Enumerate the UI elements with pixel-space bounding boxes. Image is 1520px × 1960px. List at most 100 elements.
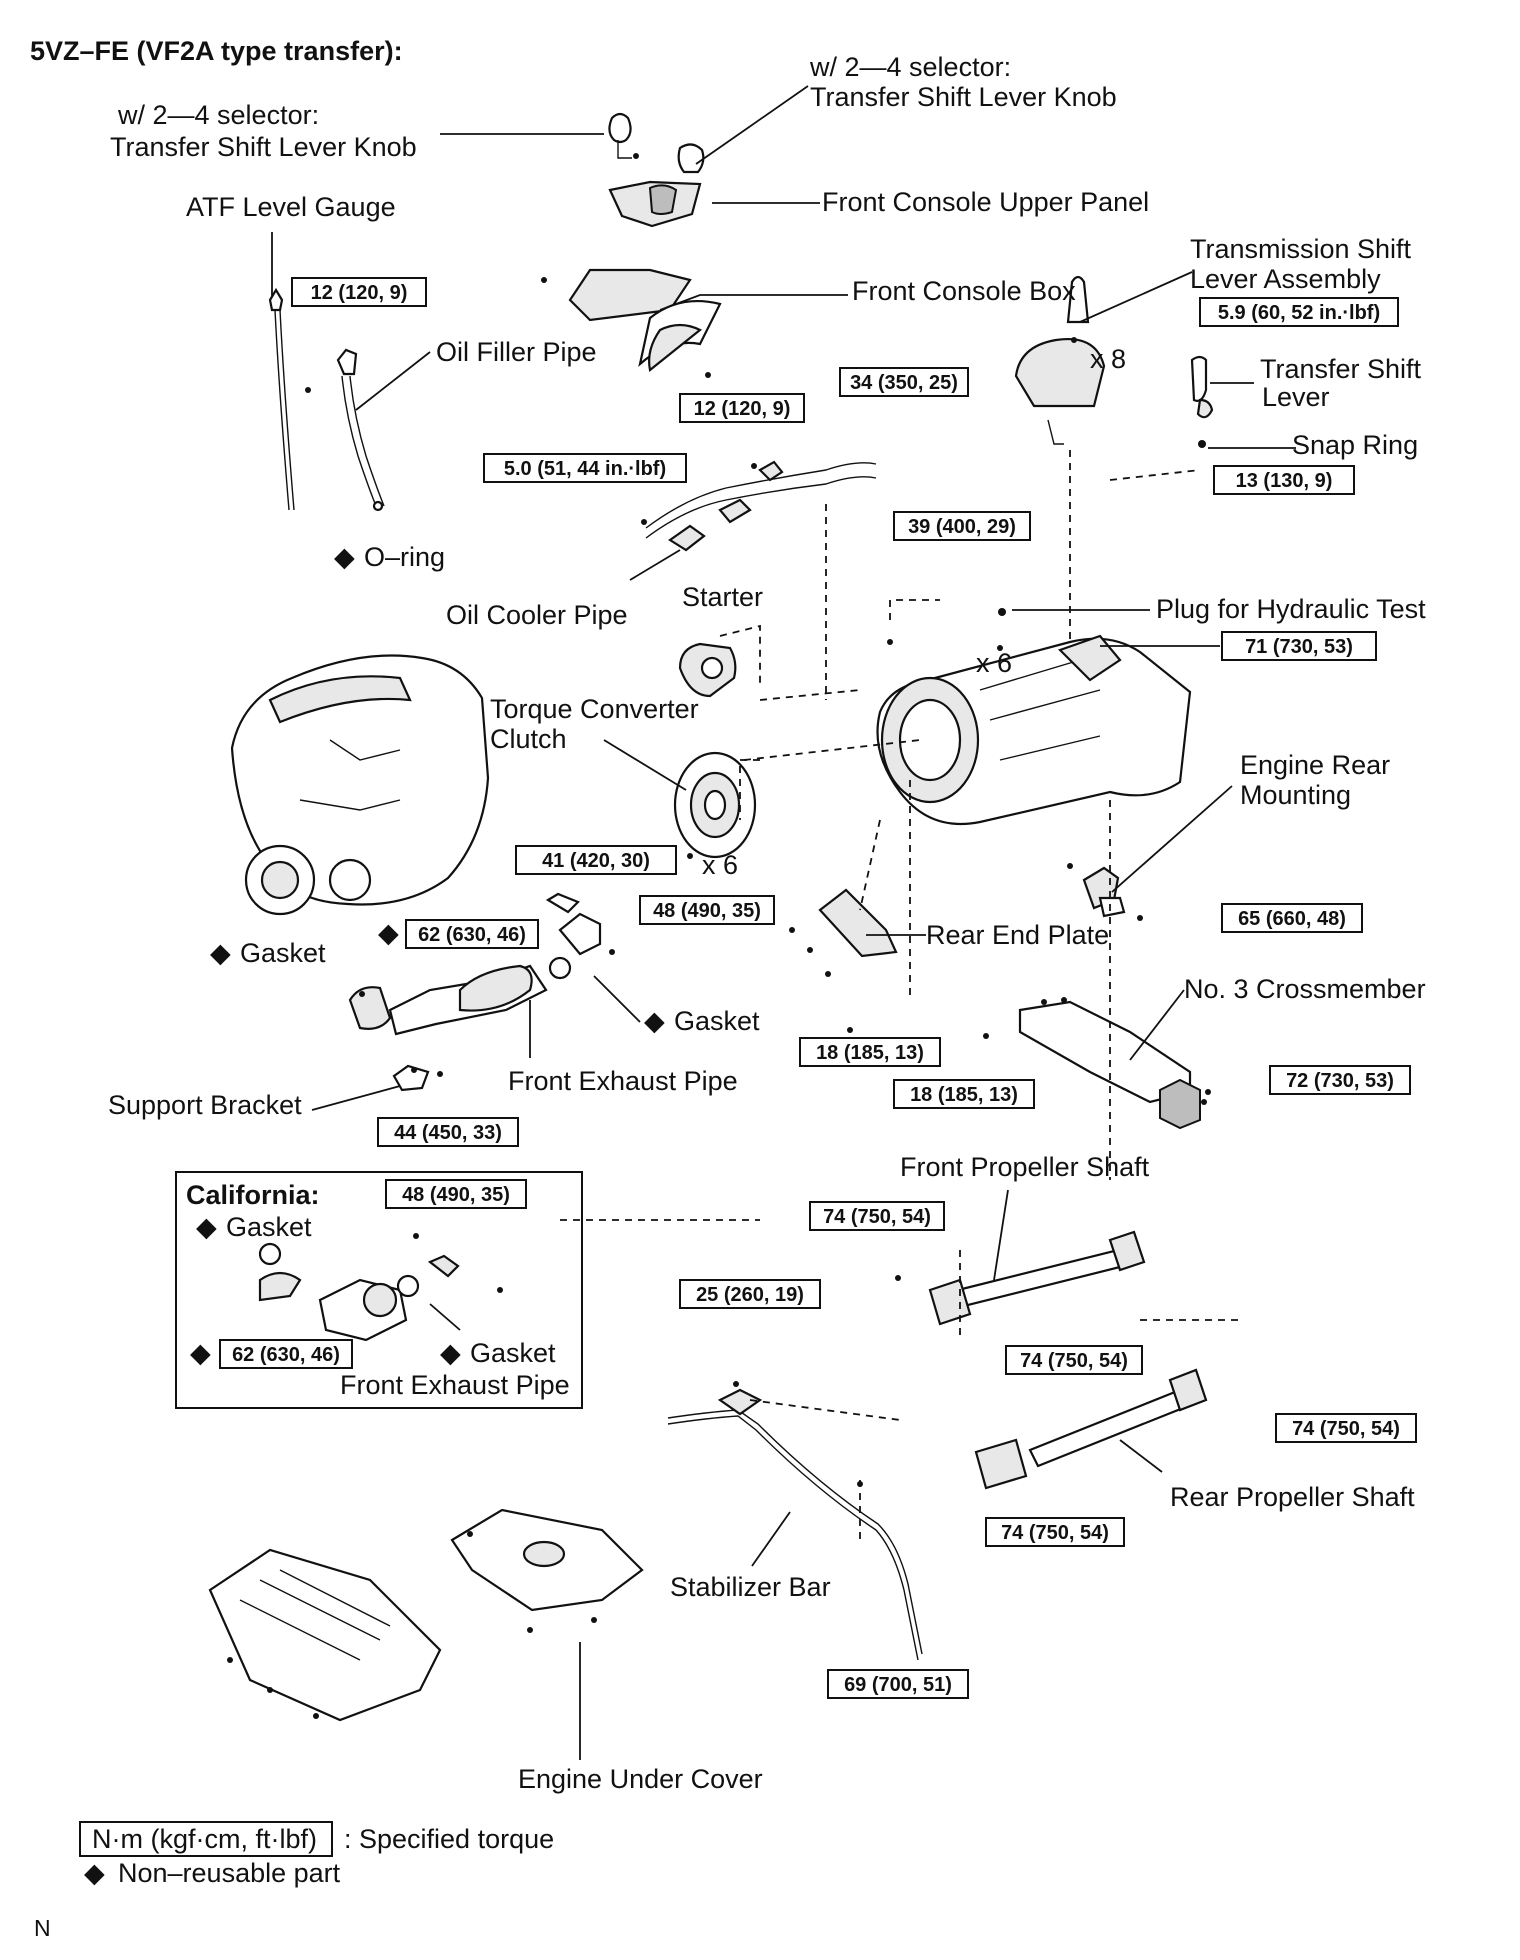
label-oil-cooler-pipe: Oil Cooler Pipe	[446, 600, 628, 630]
torque-text: 44 (450, 33)	[394, 1122, 502, 1144]
torque-spec-34: 34 (350, 25)	[839, 367, 969, 397]
label-cal-gasket-1: Gasket	[226, 1212, 312, 1242]
oil-filler-pipe	[305, 348, 385, 512]
torque-converter-clutch	[673, 751, 757, 859]
label-torque-converter-line1: Torque Converter	[490, 694, 699, 724]
torque-text: 62 (630, 46)	[418, 924, 526, 946]
california-inset: California: ◆ Gasket ◆ Gasket ◆ Front Ex…	[175, 1171, 583, 1409]
starter	[678, 642, 737, 698]
diagram-title: 5VZ–FE (VF2A type transfer):	[30, 36, 403, 66]
torque-text: 48 (490, 35)	[402, 1184, 510, 1206]
torque-spec-65: 65 (660, 48)	[1221, 903, 1363, 933]
torque-spec-5-0: 5.0 (51, 44 in.·lbf)	[483, 453, 687, 483]
legend-torque-description: : Specified torque	[344, 1824, 554, 1854]
label-transmission-shift-line1: Transmission Shift	[1190, 234, 1412, 264]
transmission-shift-lever-assembly	[1014, 275, 1106, 445]
legend-nonreusable-text: Non–reusable part	[118, 1858, 341, 1888]
front-exhaust-pipe	[348, 892, 615, 1036]
label-california: California:	[186, 1180, 320, 1210]
front-console-box	[541, 268, 722, 378]
torque-text: 5.9 (60, 52 in.·lbf)	[1218, 302, 1380, 324]
label-plug-hydraulic-test: Plug for Hydraulic Test	[1156, 594, 1426, 624]
transfer-shift-knob-left	[608, 112, 639, 159]
oil-cooler-pipe	[641, 460, 877, 552]
nonreusable-marker-cal-gasket-2: ◆	[440, 1338, 461, 1368]
torque-text: 74 (750, 54)	[1001, 1522, 1109, 1544]
label-knob-right-line1: w/ 2—4 selector:	[809, 52, 1011, 82]
torque-spec-62-california: 62 (630, 46)	[219, 1339, 353, 1369]
front-console-upper-panel	[608, 180, 702, 228]
engine-under-cover	[208, 1508, 644, 1722]
leader-lines	[271, 85, 1296, 1760]
label-oil-filler-pipe: Oil Filler Pipe	[436, 337, 597, 367]
legend-torque-unit: N·m (kgf·cm, ft·lbf)	[92, 1824, 317, 1854]
torque-text: 71 (730, 53)	[1245, 636, 1353, 658]
engine-rear-mounting	[1067, 863, 1143, 921]
torque-text: 18 (185, 13)	[816, 1042, 924, 1064]
label-engine-under-cover: Engine Under Cover	[518, 1764, 763, 1794]
label-x6-converter: x 6	[702, 850, 738, 880]
torque-text: 74 (750, 54)	[823, 1206, 931, 1228]
label-x8: x 8	[1090, 344, 1126, 374]
transfer-shift-lever	[1190, 355, 1214, 448]
front-propeller-shaft	[895, 1230, 1146, 1326]
rear-propeller-shaft	[974, 1368, 1208, 1490]
no3-crossmember	[983, 997, 1211, 1130]
torque-text: 5.0 (51, 44 in.·lbf)	[504, 458, 666, 480]
torque-spec-39: 39 (400, 29)	[893, 511, 1031, 541]
torque-spec-74-c: 74 (750, 54)	[1275, 1413, 1417, 1443]
torque-specs: 12 (120, 9) 5.9 (60, 52 in.·lbf) 34 (350…	[219, 277, 1417, 1699]
torque-text: 72 (730, 53)	[1286, 1070, 1394, 1092]
label-rear-end-plate: Rear End Plate	[926, 920, 1109, 950]
part-labels: w/ 2—4 selector: Transfer Shift Lever Kn…	[108, 52, 1426, 1794]
footer-code: N	[34, 1915, 51, 1941]
torque-spec-48-california: 48 (490, 35)	[385, 1179, 527, 1209]
label-cal-gasket-2: Gasket	[470, 1338, 556, 1368]
label-torque-converter-line2: Clutch	[490, 724, 567, 754]
label-starter: Starter	[682, 582, 763, 612]
nonreusable-marker-cal-62: ◆	[190, 1338, 211, 1368]
label-o-ring: O–ring	[364, 542, 445, 572]
label-front-console-upper-panel: Front Console Upper Panel	[822, 187, 1149, 217]
label-transmission-shift-line2: Lever Assembly	[1190, 264, 1381, 294]
nonreusable-marker-gasket-left: ◆	[210, 938, 231, 968]
torque-text: 41 (420, 30)	[542, 850, 650, 872]
torque-spec-13: 13 (130, 9)	[1213, 465, 1355, 495]
label-front-console-box: Front Console Box	[852, 276, 1076, 306]
torque-text: 48 (490, 35)	[653, 900, 761, 922]
label-x6-transmission: x 6	[976, 648, 1012, 678]
torque-text: 74 (750, 54)	[1020, 1350, 1128, 1372]
transfer-shift-knob-right	[677, 143, 705, 174]
torque-text: 25 (260, 19)	[696, 1284, 804, 1306]
torque-spec-5-9: 5.9 (60, 52 in.·lbf)	[1199, 297, 1399, 327]
california-exhaust-parts	[258, 1233, 503, 1342]
label-cal-front-exhaust-pipe: Front Exhaust Pipe	[340, 1370, 570, 1400]
nonreusable-marker-gasket-mid: ◆	[644, 1006, 665, 1036]
torque-spec-74-a: 74 (750, 54)	[809, 1201, 945, 1231]
label-no3-crossmember: No. 3 Crossmember	[1184, 974, 1426, 1004]
torque-text: 69 (700, 51)	[844, 1674, 952, 1696]
label-stabilizer-bar: Stabilizer Bar	[670, 1572, 831, 1602]
torque-spec-25: 25 (260, 19)	[679, 1279, 821, 1309]
legend-torque-box	[79, 1821, 333, 1857]
atf-level-gauge	[268, 287, 295, 511]
label-support-bracket: Support Bracket	[108, 1090, 302, 1120]
label-knob-left-line1: w/ 2—4 selector:	[117, 100, 319, 130]
label-rear-propeller-shaft: Rear Propeller Shaft	[1170, 1482, 1415, 1512]
torque-text: 34 (350, 25)	[850, 372, 958, 394]
legend-nonreusable-symbol: ◆	[84, 1858, 105, 1888]
torque-text: 62 (630, 46)	[232, 1344, 340, 1366]
automatic-transmission	[876, 608, 1192, 826]
torque-spec-41: 41 (420, 30)	[515, 845, 677, 875]
torque-text: 74 (750, 54)	[1292, 1418, 1400, 1440]
torque-spec-18-plate: 18 (185, 13)	[799, 1037, 941, 1067]
label-engine-rear-line2: Mounting	[1240, 780, 1351, 810]
nonreusable-marker-62: ◆	[378, 918, 399, 948]
torque-spec-18-crossmember: 18 (185, 13)	[893, 1079, 1035, 1109]
rear-end-plate	[789, 888, 898, 1033]
torque-spec-74-b: 74 (750, 54)	[1005, 1345, 1143, 1375]
torque-spec-69: 69 (700, 51)	[827, 1669, 969, 1699]
label-atf-level-gauge: ATF Level Gauge	[186, 192, 396, 222]
nonreusable-marker-o-ring: ◆	[334, 542, 355, 572]
torque-text: 18 (185, 13)	[910, 1084, 1018, 1106]
